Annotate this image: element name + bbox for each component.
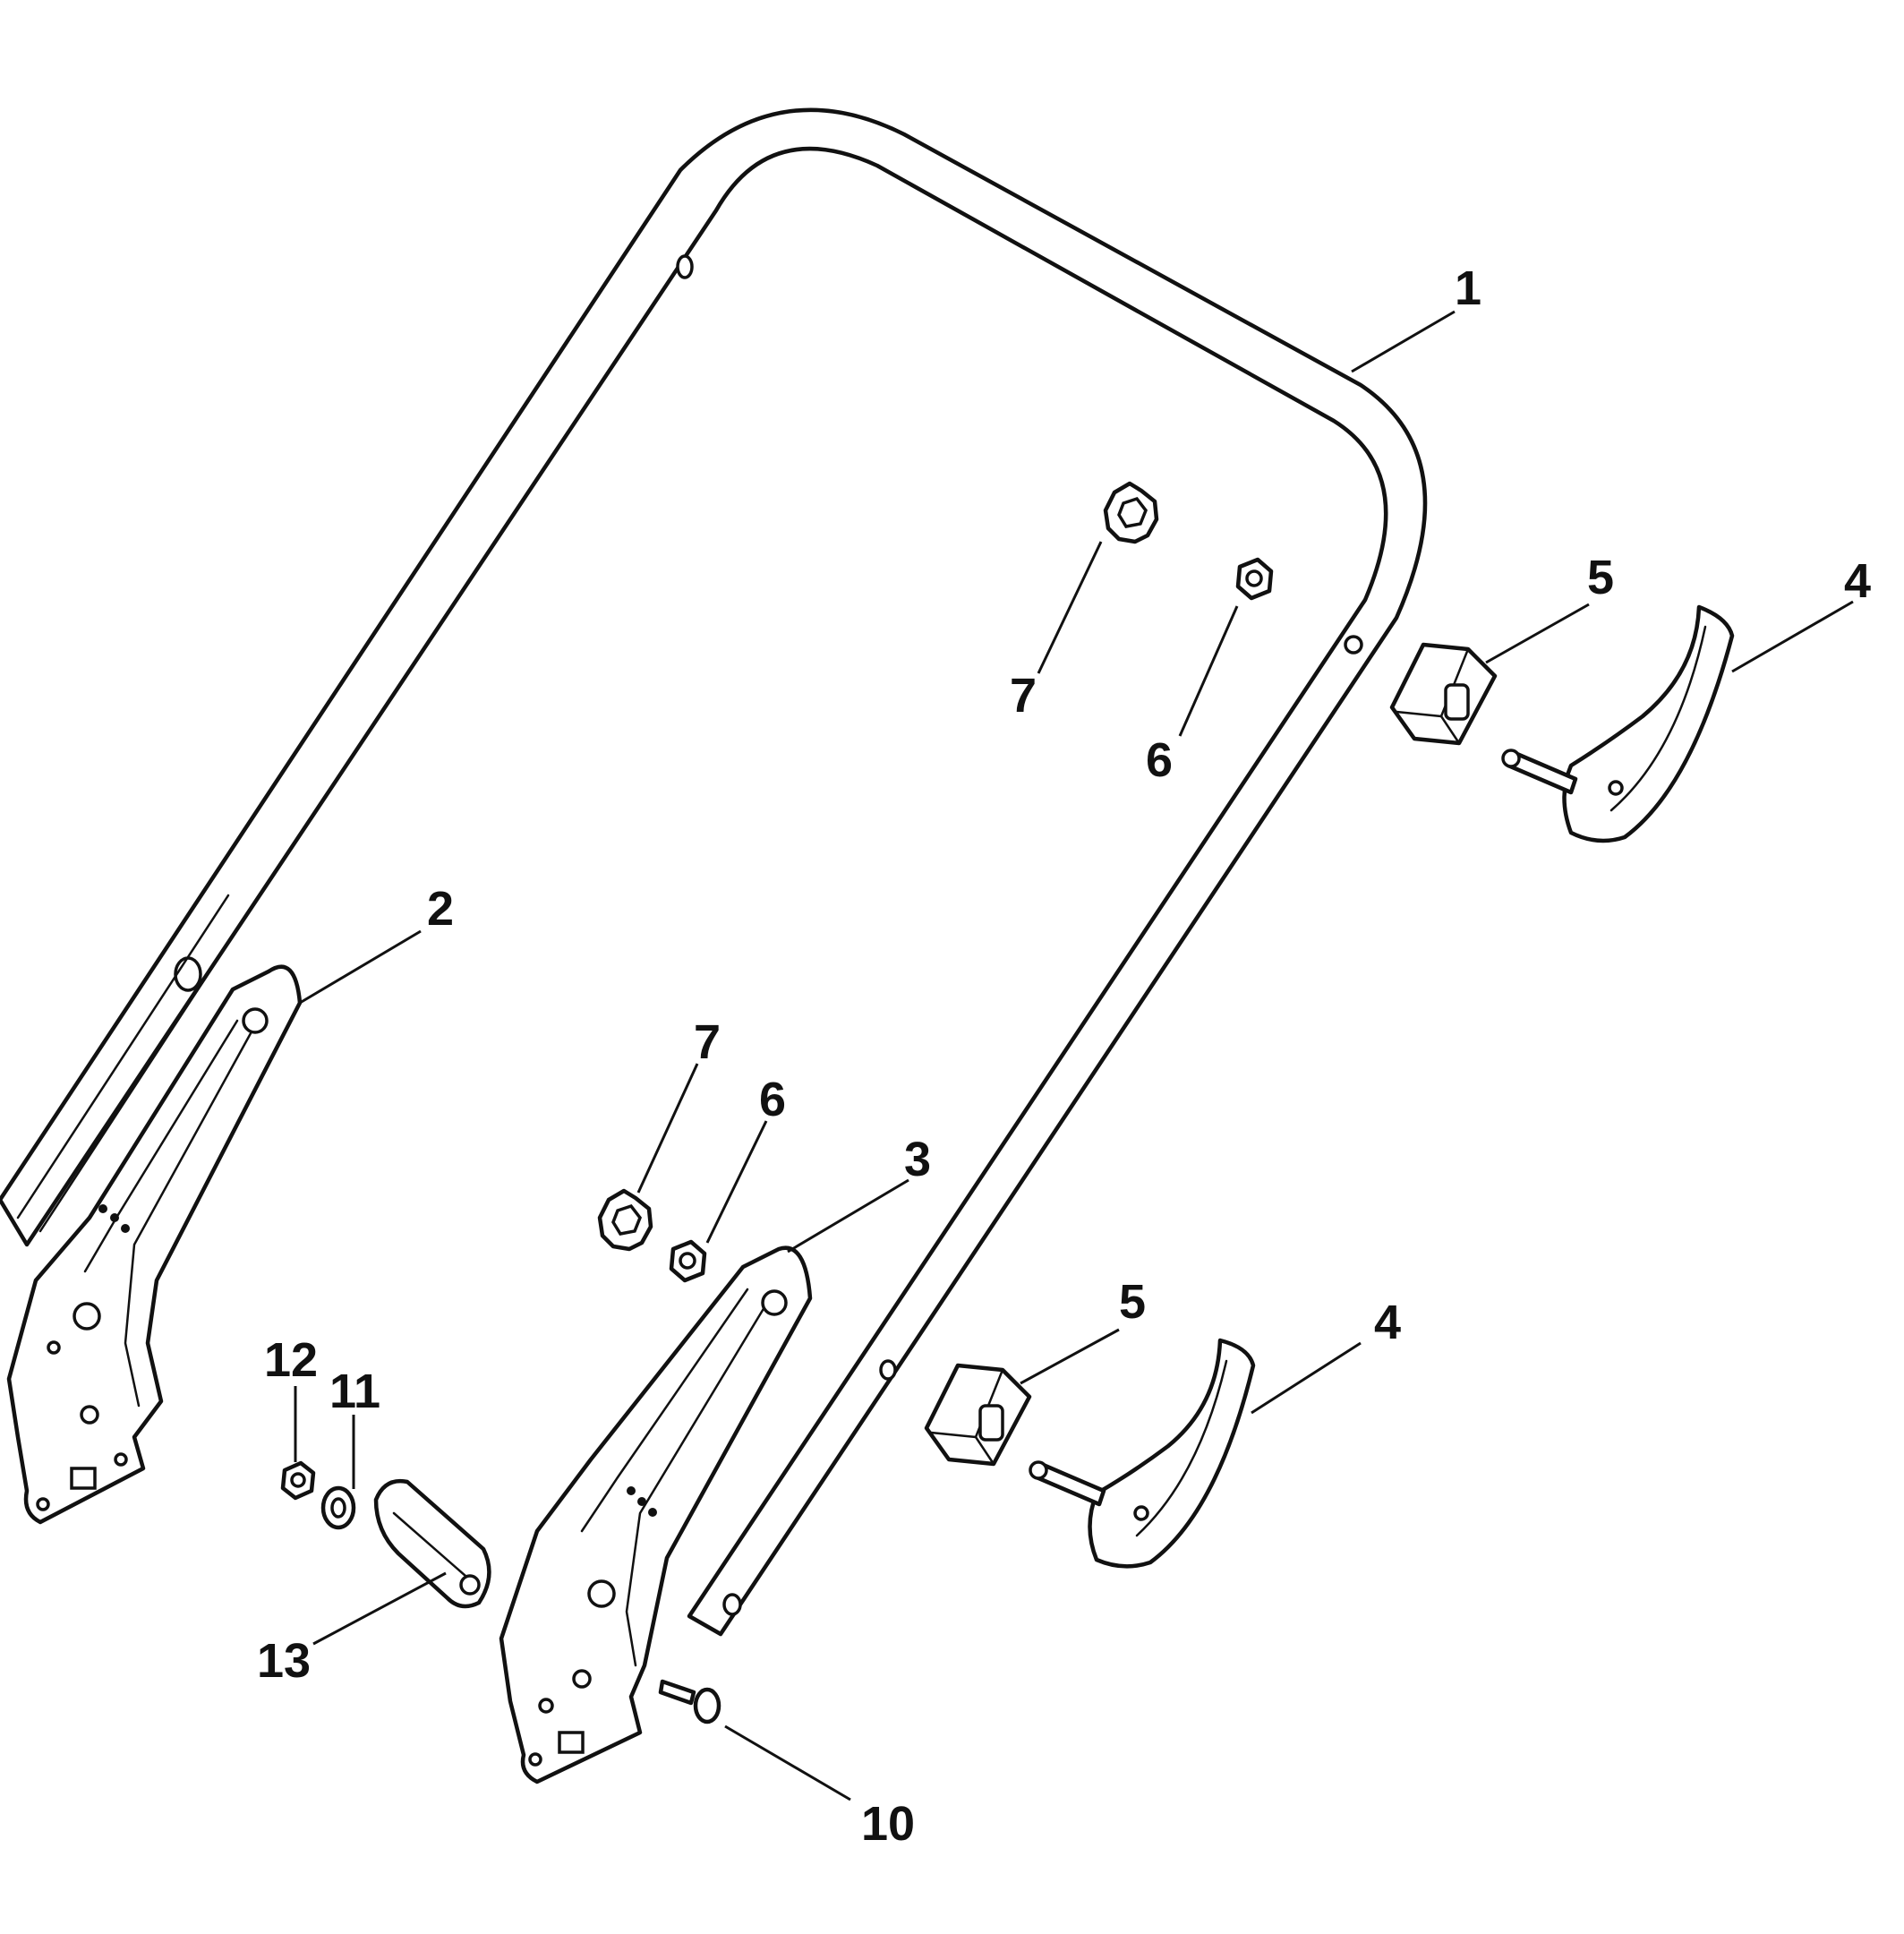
part-13-cam-lever [373, 1478, 491, 1609]
callout-2: 2 [427, 882, 454, 936]
leader-1 [1351, 310, 1456, 373]
callout-6-lower: 6 [759, 1073, 786, 1126]
tube-hole-left [174, 956, 202, 992]
leader-4a [1731, 600, 1854, 673]
leader-5b [1020, 1328, 1120, 1385]
callout-5-upper: 5 [1587, 551, 1614, 604]
part-4-lever-lower [1029, 1338, 1256, 1569]
callout-4-upper: 4 [1844, 554, 1871, 608]
part-7-knob-upper [1103, 481, 1159, 544]
leader-6b [705, 1120, 768, 1244]
callout-3: 3 [904, 1133, 931, 1186]
tube-rivet-lower [879, 1359, 897, 1381]
leader-lines [294, 310, 1854, 1801]
callout-11: 11 [329, 1365, 380, 1418]
part-2-left-bracket [6, 964, 303, 1525]
tube-pin-right [1344, 635, 1363, 655]
bracket-3-pivot-hole [587, 1579, 616, 1608]
part-5-block-lower [924, 1363, 1032, 1467]
leader-13 [312, 1571, 447, 1646]
callout-7-upper: 7 [1010, 669, 1037, 723]
part-6-nut-upper [1235, 557, 1274, 601]
tube-rivet-top [676, 254, 694, 279]
callout-5-lower: 5 [1119, 1275, 1146, 1329]
part-4-lever-upper [1501, 604, 1735, 843]
bracket-2-top-hole [242, 1007, 269, 1034]
bracket-2-pivot-hole [73, 1302, 101, 1331]
bracket-3-latch-slot [558, 1731, 585, 1754]
callout-4-lower: 4 [1374, 1296, 1401, 1349]
part-10-bolt [658, 1679, 721, 1724]
callout-10: 10 [861, 1797, 915, 1851]
bracket-3-top-hole [761, 1289, 788, 1316]
part-7-knob-lower [597, 1188, 653, 1252]
leader-2 [299, 929, 422, 1005]
callout-12: 12 [264, 1333, 318, 1387]
leader-5a [1485, 603, 1590, 664]
callout-labels: 1 2 3 4 4 5 5 6 6 7 7 10 11 12 13 [257, 261, 1871, 1851]
leader-4b [1251, 1341, 1362, 1415]
part-1-handle-tube [0, 107, 1428, 1637]
part-5-block-upper [1389, 642, 1498, 746]
bracket-2-latch-slot [70, 1467, 97, 1490]
leader-3 [787, 1178, 909, 1254]
part-11-washer [320, 1485, 356, 1530]
leader-6a [1178, 605, 1239, 737]
part-3-right-bracket [499, 1245, 813, 1784]
callout-6-upper: 6 [1146, 733, 1173, 787]
part-12-nut [280, 1460, 316, 1501]
callout-1: 1 [1455, 261, 1481, 315]
leader-10 [724, 1724, 851, 1801]
leader-7a [1037, 541, 1103, 674]
callout-13: 13 [257, 1634, 311, 1688]
tube-hole-right-end [722, 1593, 742, 1616]
leader-7b [636, 1063, 699, 1194]
part-6-nut-lower [669, 1239, 707, 1283]
callout-7-lower: 7 [694, 1015, 721, 1069]
